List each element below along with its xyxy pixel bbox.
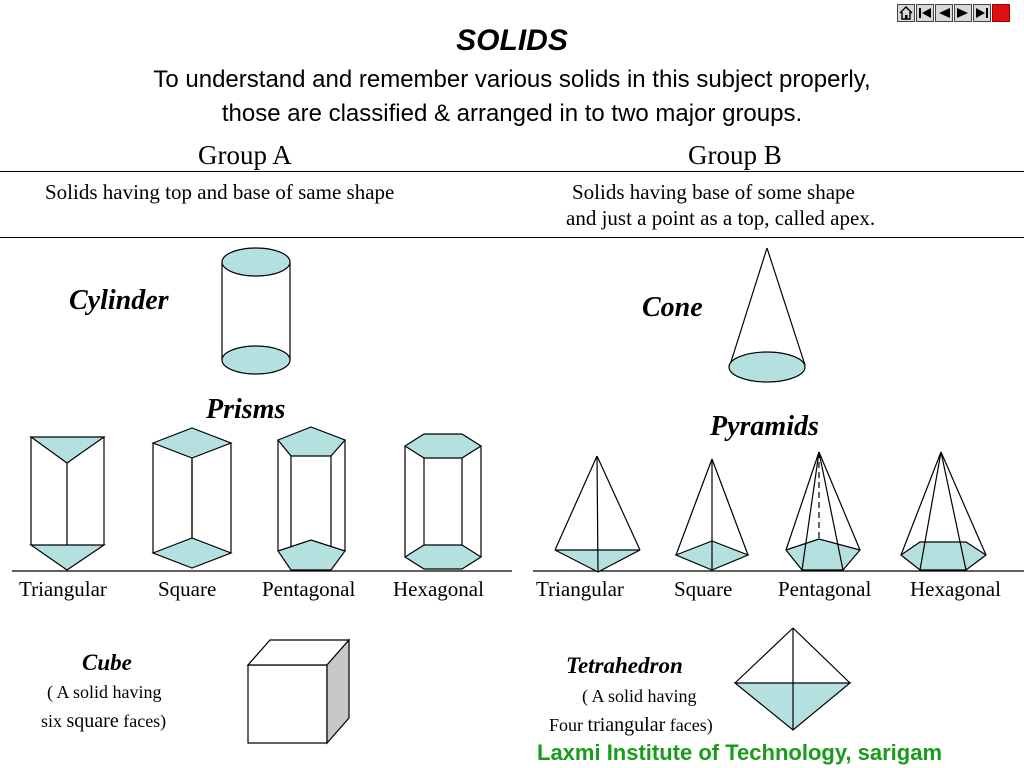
group-a-description: Solids having top and base of same shape [45,180,395,204]
previous-slide-icon [939,8,950,18]
pentagonal-prism-shape [277,426,347,571]
pyramids-label: Pyramids [710,411,819,442]
previous-slide-button[interactable] [935,4,953,22]
cube-note-emphasis: square [66,710,119,732]
slide-navigation [897,4,1021,26]
subtitle-line-2: those are classified & arranged in to tw… [221,100,803,127]
prism-type-square: Square [158,577,217,601]
pyramid-type-pentagonal: Pentagonal [778,577,872,601]
cube-label: Cube [82,650,132,675]
description-divider [0,237,1024,238]
group-b-description-line-1: Solids having base of some shape [572,180,855,204]
square-pyramid-shape [674,458,750,571]
prism-type-triangular: Triangular [19,577,107,601]
first-slide-icon [919,8,931,18]
last-slide-icon [976,8,988,18]
cube-note-line-1: ( A solid having [47,682,162,702]
group-b-heading: Group B [688,140,782,170]
tetrahedron-note-post: faces) [665,715,713,735]
pyramid-type-square: Square [674,577,733,601]
pentagonal-pyramid-shape [784,451,862,571]
subtitle-line-1: To understand and remember various solid… [153,66,871,93]
tetrahedron-shape [733,627,852,731]
cube-shape [246,638,351,745]
triangular-pyramid-shape [554,455,641,573]
hexagonal-prism-shape [403,433,483,570]
header-divider [0,171,1024,172]
cube-note-post: faces) [118,711,167,731]
group-b-description-line-2: and just a point as a top, called apex. [566,206,876,230]
exit-button[interactable] [992,4,1010,22]
cylinder-label: Cylinder [69,285,169,316]
tetrahedron-label: Tetrahedron [566,653,683,678]
prisms-label: Prisms [206,394,286,425]
cylinder-shape [221,247,291,375]
pyramid-type-triangular: Triangular [536,577,624,601]
tetrahedron-note-line-2: Four triangular faces) [549,714,713,737]
tetrahedron-note-emphasis: triangular [587,714,666,736]
home-icon [899,6,913,20]
cone-shape [728,247,806,383]
hexagonal-pyramid-shape [899,451,988,571]
cube-note-pre: six [41,711,67,731]
tetrahedron-note-line-1: ( A solid having [582,686,697,706]
triangular-prism-shape [29,436,106,571]
cube-note-line-2: six square faces) [41,710,166,733]
pyramid-type-hexagonal: Hexagonal [910,577,1001,601]
slide-title: SOLIDS [456,24,568,57]
cone-label: Cone [642,292,703,323]
first-slide-button[interactable] [916,4,934,22]
last-slide-button[interactable] [973,4,991,22]
exit-icon [994,6,1008,20]
prism-type-pentagonal: Pentagonal [262,577,356,601]
next-slide-icon [957,8,968,18]
institute-footer: Laxmi Institute of Technology, sarigam [537,740,943,765]
tetrahedron-note-pre: Four [549,715,588,735]
next-slide-button[interactable] [954,4,972,22]
group-a-heading: Group A [198,140,292,170]
home-button[interactable] [897,4,915,22]
prism-type-hexagonal: Hexagonal [393,577,484,601]
square-prism-shape [151,427,233,569]
